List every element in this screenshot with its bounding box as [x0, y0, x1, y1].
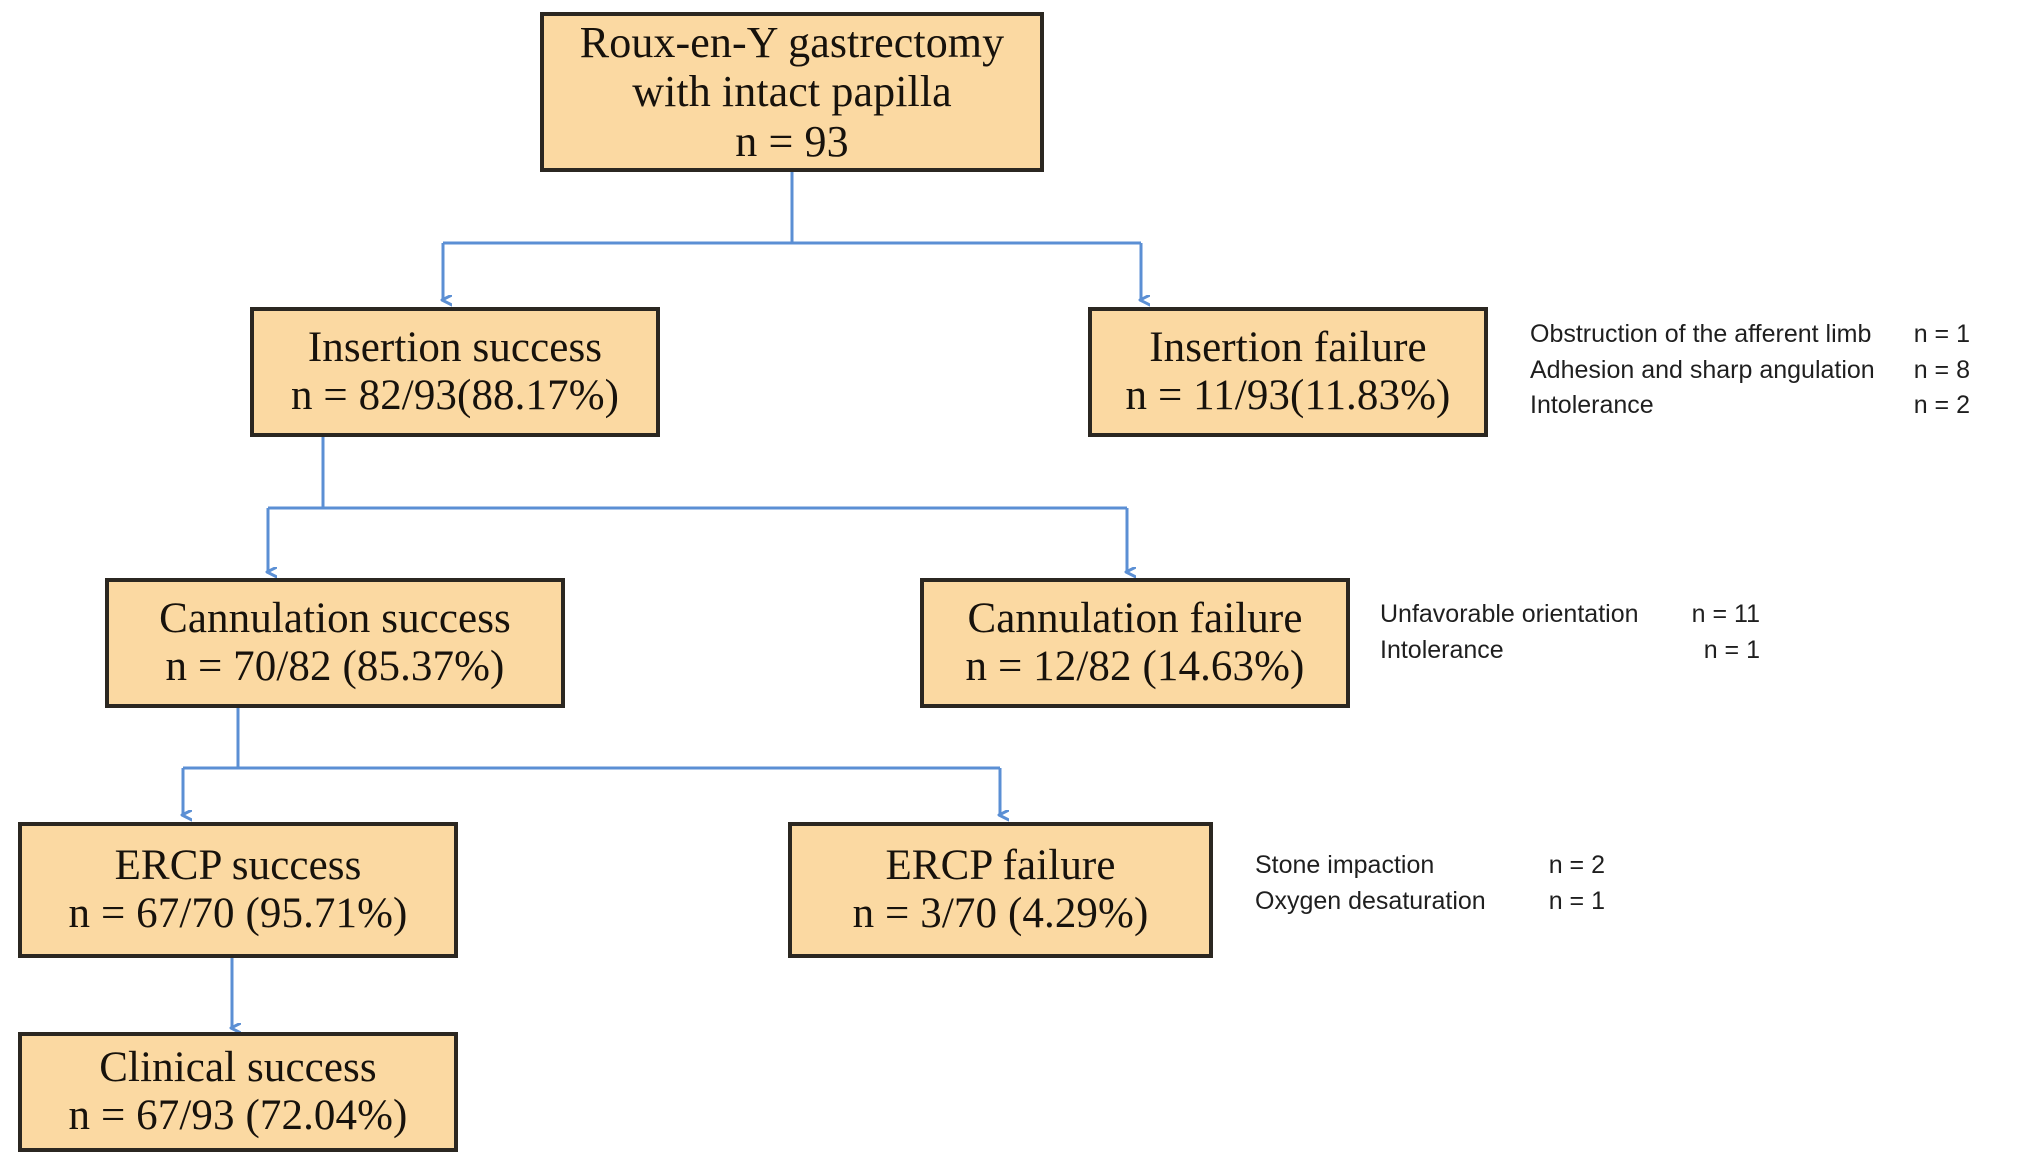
node-line-1: Roux-en-Y gastrectomy: [579, 18, 1005, 68]
annotation-label: Intolerance: [1380, 635, 1504, 664]
annotation-label: Unfavorable orientation: [1380, 600, 1639, 628]
annotation-row: Intolerance n = 2: [1530, 388, 1970, 424]
node-line-2: n = 67/93 (72.04%): [68, 1092, 408, 1139]
node-line-2: n = 12/82 (14.63%): [965, 643, 1305, 690]
node-cannulation-failure[interactable]: Cannulation failure n = 12/82 (14.63%): [920, 578, 1350, 708]
node-line-2: n = 11/93(11.83%): [1125, 372, 1451, 419]
node-line-2: with intact papilla: [632, 67, 952, 117]
annotation-count: n = 2: [1913, 391, 1970, 419]
annotation-insertion-failure-reasons: Obstruction of the afferent limb n = 1 A…: [1530, 317, 1970, 424]
node-line-1: ERCP failure: [885, 841, 1116, 889]
node-clinical-success[interactable]: Clinical success n = 67/93 (72.04%): [18, 1032, 458, 1152]
annotation-count: n = 1: [1703, 635, 1760, 664]
annotation-label: Adhesion and sharp angulation: [1530, 355, 1875, 384]
node-line-2: n = 67/70 (95.71%): [68, 890, 408, 937]
node-roux-en-y-gastrectomy[interactable]: Roux-en-Y gastrectomy with intact papill…: [540, 12, 1044, 172]
annotation-row: Oxygen desaturation n = 1: [1255, 884, 1605, 920]
node-line-2: n = 3/70 (4.29%): [852, 890, 1149, 937]
annotation-row: Adhesion and sharp angulation n = 8: [1530, 353, 1970, 389]
connector-insertion-to-cannulation: [268, 437, 1127, 572]
annotation-row: Stone impaction n = 2: [1255, 848, 1605, 884]
node-line-3: n = 93: [735, 116, 849, 166]
annotation-label: Obstruction of the afferent limb: [1530, 320, 1872, 348]
node-line-1: Insertion failure: [1149, 323, 1427, 371]
annotation-row: Unfavorable orientation n = 11: [1380, 597, 1760, 633]
annotation-ercp-failure-reasons: Stone impaction n = 2 Oxygen desaturatio…: [1255, 848, 1605, 919]
node-insertion-success[interactable]: Insertion success n = 82/93(88.17%): [250, 307, 660, 437]
annotation-count: n = 11: [1691, 600, 1760, 628]
node-line-1: Insertion success: [307, 323, 603, 371]
node-ercp-failure[interactable]: ERCP failure n = 3/70 (4.29%): [788, 822, 1213, 958]
connector-cannulation-to-ercp: [183, 708, 1000, 815]
annotation-row: Obstruction of the afferent limb n = 1: [1530, 317, 1970, 353]
node-line-1: ERCP success: [114, 841, 362, 889]
annotation-label: Intolerance: [1530, 391, 1654, 419]
node-line-1: Clinical success: [99, 1043, 377, 1091]
annotation-count: n = 1: [1548, 886, 1605, 915]
annotation-label: Oxygen desaturation: [1255, 886, 1486, 915]
node-cannulation-success[interactable]: Cannulation success n = 70/82 (85.37%): [105, 578, 565, 708]
node-ercp-success[interactable]: ERCP success n = 67/70 (95.71%): [18, 822, 458, 958]
connector-root-to-insertion: [443, 172, 1141, 300]
annotation-cannulation-failure-reasons: Unfavorable orientation n = 11 Intoleran…: [1380, 597, 1760, 668]
annotation-count: n = 1: [1913, 320, 1970, 348]
annotation-label: Stone impaction: [1255, 851, 1435, 879]
node-line-1: Cannulation failure: [967, 594, 1303, 642]
node-line-1: Cannulation success: [159, 594, 511, 642]
annotation-count: n = 2: [1548, 851, 1605, 879]
annotation-count: n = 8: [1913, 355, 1970, 384]
node-line-2: n = 82/93(88.17%): [290, 372, 620, 419]
annotation-row: Intolerance n = 1: [1380, 633, 1760, 669]
node-line-2: n = 70/82 (85.37%): [165, 643, 505, 690]
node-insertion-failure[interactable]: Insertion failure n = 11/93(11.83%): [1088, 307, 1488, 437]
